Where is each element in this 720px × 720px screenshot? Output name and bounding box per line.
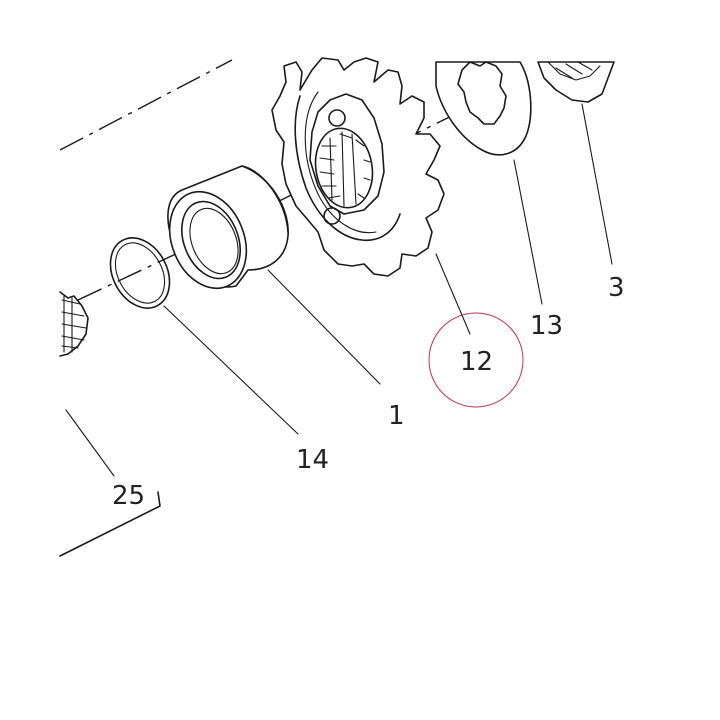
leader-1 [267,269,381,385]
leader-14 [163,305,299,435]
part-12-sprocket [271,57,445,277]
callout-1: 1 [388,401,405,431]
callout-12: 12 [460,347,493,377]
part-13-lock-washer [435,61,532,156]
leader-3 [581,103,613,265]
callout-12-highlight-circle [428,312,524,408]
frame-corner [59,491,161,557]
part-1-bushing [167,165,289,290]
callout-25: 25 [112,481,145,511]
leader-lines [65,103,613,477]
leader-25 [65,409,115,477]
part-14-circlip [109,237,171,309]
callout-3: 3 [608,273,625,303]
leader-13 [513,159,543,305]
part-3-nut [537,61,615,103]
callout-13: 13 [530,311,563,341]
leader-12 [435,253,471,335]
part-25-shaft [59,291,89,357]
callout-14: 14 [296,445,329,475]
